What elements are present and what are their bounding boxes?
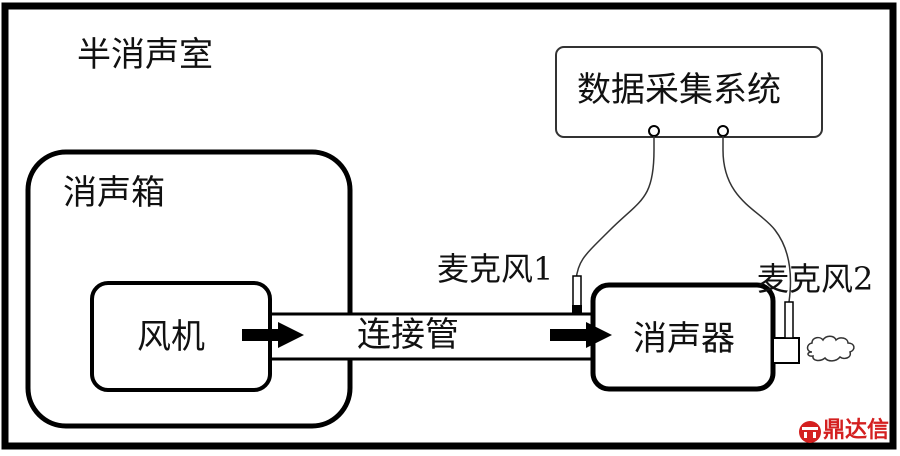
pipe-fill [270, 314, 598, 359]
daq-port-2 [717, 125, 729, 137]
silencer-box-label: 消声箱 [63, 173, 165, 213]
mic1-base [572, 305, 582, 313]
daq-port-1 [648, 125, 660, 137]
mic1-cable [575, 136, 655, 281]
mic2-label: 麦克风2 [757, 260, 874, 298]
connecting-pipe-label: 连接管 [357, 315, 459, 355]
daq-system-label: 数据采集系统 [577, 70, 781, 110]
watermark-logo-icon [799, 421, 821, 443]
muffler-outlet [772, 337, 800, 364]
exhaust-cloud-icon [806, 335, 855, 362]
watermark-text: 鼎达信 [823, 418, 890, 443]
anechoic-room-label: 半消声室 [77, 35, 213, 75]
mic2-cable [722, 136, 792, 303]
mic1-label: 麦克风1 [437, 250, 554, 288]
flow-arrow-1 [242, 322, 304, 348]
anechoic-room-border [1, 2, 897, 450]
mic2-icon [784, 301, 794, 339]
daq-box [555, 46, 823, 138]
fan-label: 风机 [137, 317, 205, 357]
muffler-label: 消声器 [633, 319, 735, 359]
flow-arrow-2 [550, 322, 612, 348]
silencer-box-outline [25, 149, 353, 429]
